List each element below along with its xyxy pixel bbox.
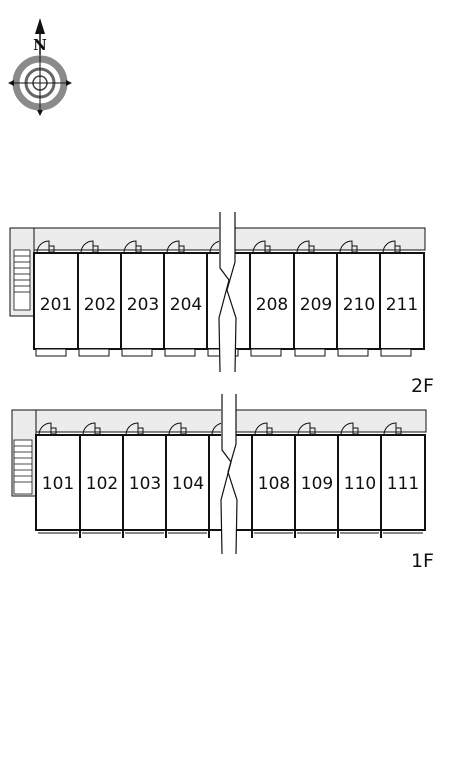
room-label-202: 202 (84, 295, 116, 315)
room-label-201: 201 (40, 295, 72, 315)
room-label-111: 111 (387, 474, 419, 494)
room-label-210: 210 (343, 295, 375, 315)
floor-1f: 101 102 103 104 108 109 110 111 1F (11, 394, 434, 572)
floor-label-2f: 2F (411, 375, 434, 397)
room-label-211: 211 (386, 295, 418, 315)
compass-rose-icon: N (8, 18, 72, 116)
north-label: N (33, 36, 47, 54)
room-label-109: 109 (301, 474, 333, 494)
room-label-101: 101 (42, 474, 74, 494)
room-label-104: 104 (172, 474, 204, 494)
room-label-204: 204 (170, 295, 202, 315)
room-label-108: 108 (258, 474, 290, 494)
room-label-203: 203 (127, 295, 159, 315)
room-label-110: 110 (344, 474, 376, 494)
room-label-208: 208 (256, 295, 288, 315)
floor-label-1f: 1F (411, 550, 434, 572)
floor-2f: 201 202 203 204 208 209 210 211 2F (9, 212, 434, 397)
north-arrow-icon (35, 18, 45, 34)
room-label-102: 102 (86, 474, 118, 494)
room-label-103: 103 (129, 474, 161, 494)
room-label-209: 209 (300, 295, 332, 315)
stairs-1f (13, 439, 33, 495)
